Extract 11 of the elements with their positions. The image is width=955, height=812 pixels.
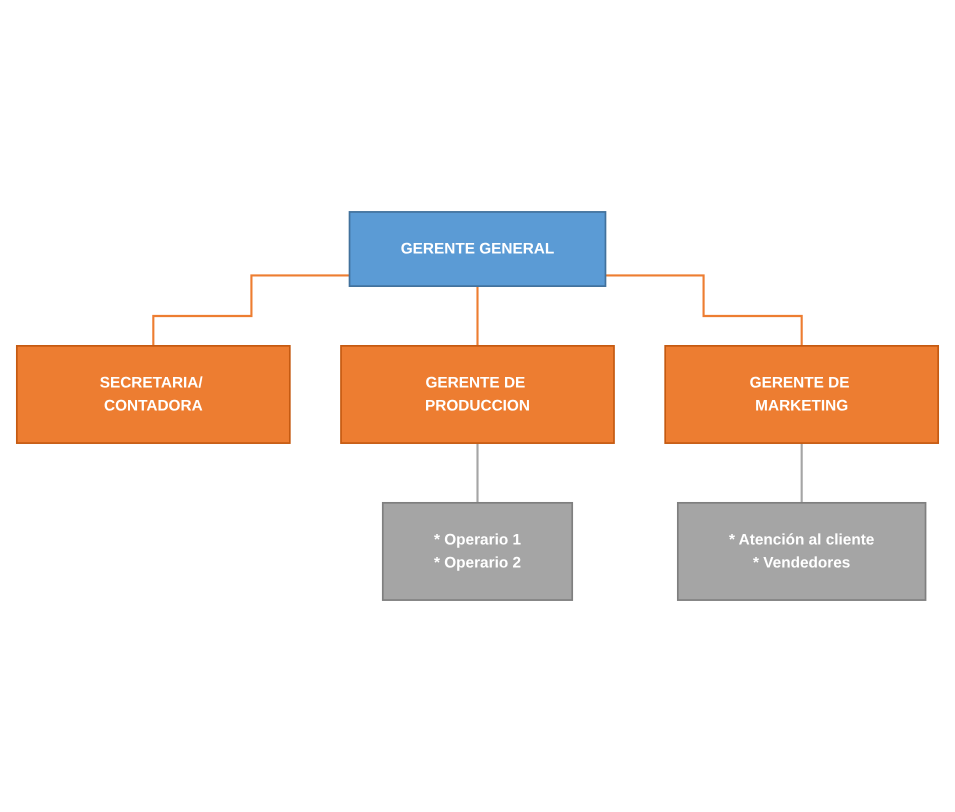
node-box: GERENTE GENERAL: [348, 211, 606, 287]
node-box: SECRETARIA/ CONTADORA: [16, 345, 291, 444]
connector: [476, 285, 479, 347]
connector: [152, 274, 350, 347]
node-box: * Atención al cliente * Vendedores: [676, 502, 926, 601]
node-box: GERENTE DE PRODUCCION: [340, 345, 615, 444]
connector: [800, 442, 803, 504]
connector: [605, 274, 803, 347]
node-box: * Operario 1 * Operario 2: [382, 502, 574, 601]
node-box: GERENTE DE MARKETING: [664, 345, 940, 444]
connector: [476, 442, 479, 504]
